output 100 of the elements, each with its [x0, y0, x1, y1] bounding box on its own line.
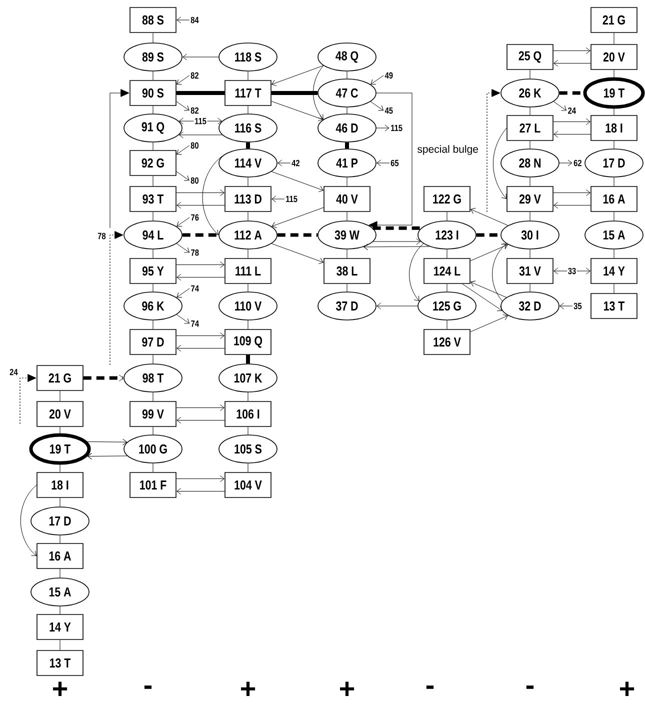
edge-label: 62: [574, 160, 582, 166]
connector-line: [152, 212, 154, 221]
arrow: [176, 345, 225, 352]
connector-line: [346, 107, 348, 114]
arrow: [178, 132, 222, 138]
arrow: [554, 202, 591, 209]
arrow: [176, 202, 225, 209]
edge-label: 82: [190, 72, 199, 79]
arrow: [553, 101, 566, 111]
residue-box: 104 V: [224, 472, 272, 498]
edge-label: 115: [391, 124, 402, 132]
residue-box: 14 Y: [36, 614, 84, 640]
residue-box: 93 T: [130, 186, 176, 212]
arrow: [470, 314, 508, 332]
arrow: [176, 16, 190, 24]
connector-line: [152, 320, 154, 330]
edge-label: 76: [191, 214, 199, 221]
residue-box: 18 I: [590, 115, 638, 141]
arrow: [554, 60, 591, 67]
edge-label: 115: [286, 196, 298, 202]
residue-box: 20 V: [590, 44, 638, 70]
residue-box: 13 T: [590, 293, 638, 319]
arrow: [176, 171, 190, 181]
arrow: [376, 160, 390, 166]
residue-box: 13 T: [36, 650, 84, 676]
arrow: [87, 438, 128, 446]
residue-box: 90 S: [130, 80, 176, 106]
connector-line: [346, 71, 348, 79]
arrow: [176, 314, 190, 324]
residue-box: 111 L: [224, 258, 272, 284]
dotted-arrow: [20, 374, 36, 424]
residue-box: 113 D: [224, 186, 272, 212]
arrow: [110, 89, 130, 228]
edge-label: 24: [568, 107, 576, 114]
arrow: [176, 101, 190, 111]
arrow: [553, 189, 590, 196]
arrow: [553, 47, 590, 54]
edge-label: 45: [384, 107, 393, 114]
arrow: [409, 243, 424, 302]
arrow: [176, 404, 224, 411]
connector-line: [152, 71, 154, 80]
arrow: [372, 238, 421, 245]
residue-box: 38 L: [324, 258, 370, 284]
thick-bar: [246, 354, 250, 364]
residue-box: 101 F: [130, 472, 176, 498]
edge-label: 49: [384, 72, 393, 79]
connector-line: [152, 284, 154, 292]
arrow: [272, 65, 324, 86]
arrow: [176, 475, 224, 482]
residue-box: 40 V: [324, 186, 370, 212]
arrow: [462, 284, 502, 312]
arrow: [176, 217, 190, 227]
arrow: [202, 156, 222, 235]
strand-sign: +: [340, 682, 354, 696]
edge-label: 74: [191, 320, 199, 327]
dashed-line: [182, 233, 219, 237]
residue-box: 99 V: [130, 401, 176, 427]
connector-line: [152, 249, 154, 258]
edge-label: 65: [390, 160, 399, 166]
residue-box: 16 A: [36, 543, 84, 569]
edge-label: 42: [292, 160, 300, 166]
strand-sign: +: [53, 682, 68, 696]
connector-line: [446, 284, 448, 292]
arrow: [176, 332, 224, 339]
residue-box: 16 A: [590, 186, 638, 212]
residue-box: 97 D: [130, 329, 176, 355]
connector-line: [152, 392, 154, 402]
connector-line: [152, 32, 154, 43]
arrow: [560, 302, 573, 310]
residue-box: 126 V: [424, 329, 470, 355]
edge-label: 78: [191, 249, 199, 256]
thick-bar: [271, 91, 318, 95]
residue-box: 27 L: [506, 115, 554, 141]
arrow: [492, 128, 507, 199]
arrow: [470, 208, 508, 226]
note-label: special bulge: [418, 145, 478, 155]
connector-line: [446, 249, 448, 258]
edge-label: 35: [574, 302, 582, 310]
arrow: [470, 243, 508, 262]
connector-line: [152, 106, 154, 114]
dashed-line: [83, 374, 124, 382]
arrow: [176, 243, 190, 253]
arrow: [176, 189, 224, 196]
arrow: [554, 268, 590, 274]
arrow: [272, 196, 285, 202]
arrow: [271, 243, 324, 264]
arrow: [176, 488, 225, 495]
arrow: [376, 302, 418, 310]
residue-box: 14 Y: [590, 258, 638, 284]
arrow: [312, 65, 324, 120]
thick-bar: [176, 91, 225, 95]
arrow: [364, 244, 430, 250]
arrow: [368, 92, 412, 229]
residue-box: 21 G: [590, 7, 638, 33]
residue-box: 29 V: [506, 186, 554, 212]
connector-line: [346, 177, 348, 186]
arrow: [370, 101, 384, 111]
arrow: [87, 453, 128, 460]
connector-line: [152, 463, 154, 472]
residue-box: 21 G: [36, 365, 84, 391]
